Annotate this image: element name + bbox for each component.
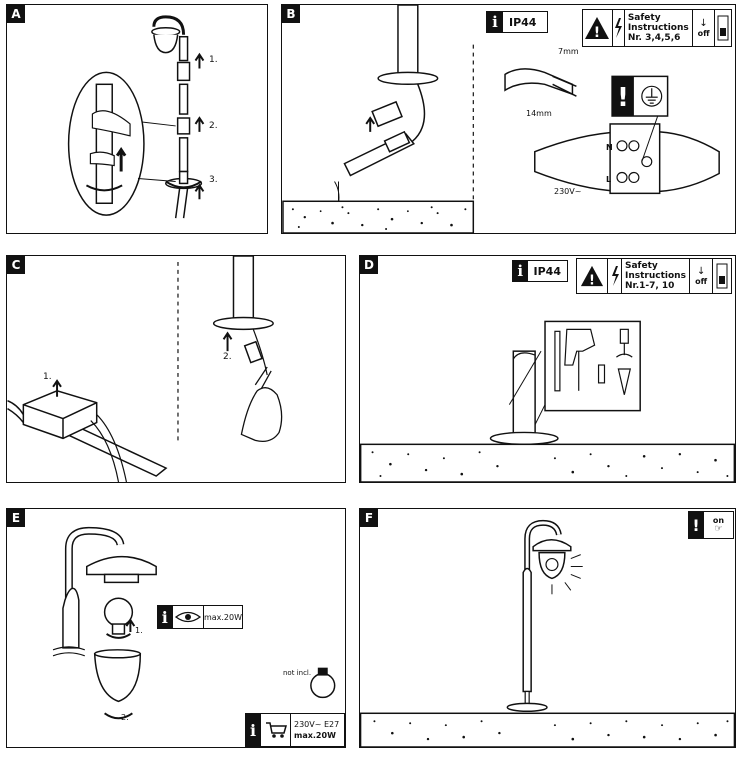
- off-label: off: [697, 28, 710, 38]
- safety-instructions-badge: ! Safety Instructions Nr.1-7, 10 ↓ off: [576, 258, 732, 294]
- breaker-switch-icon: [713, 259, 731, 293]
- panel-label-e: E: [7, 509, 25, 527]
- svg-text:!: !: [589, 273, 595, 288]
- ip-rating-badge: i IP44: [486, 11, 548, 33]
- voltage-label: 230V~: [554, 187, 582, 196]
- svg-text:!: !: [594, 25, 600, 41]
- step-2-label: 2.: [209, 121, 218, 131]
- max-power-badge: i max.20W: [157, 605, 243, 629]
- eye-icon: [171, 606, 203, 628]
- ip-rating-badge: i IP44: [512, 260, 568, 282]
- arrow-down-icon: ↓: [696, 265, 706, 277]
- panel-label-b: B: [282, 5, 300, 23]
- panel-c: C 1. 2.: [6, 255, 346, 483]
- wiring-illustration: !: [282, 5, 720, 233]
- on-label: on: [712, 516, 725, 525]
- bulb-spec-voltage: 230V~ E27: [294, 720, 340, 729]
- warning-triangle-icon: !: [583, 10, 613, 46]
- warning-exclamation-icon: !: [689, 512, 703, 538]
- breaker-switch-icon: [715, 10, 731, 46]
- finished-lamp-illustration: [360, 519, 735, 747]
- max-power-text: max.20W: [202, 606, 242, 628]
- ip-rating-text: IP44: [533, 264, 561, 278]
- safety-title-1: Safety: [625, 261, 658, 271]
- not-included-label: not incl.: [283, 669, 312, 677]
- mounting-illustration: [360, 320, 735, 482]
- panel-label-a: A: [7, 5, 25, 23]
- strip-length-14mm: 14mm: [526, 109, 552, 118]
- lightning-icon: [608, 259, 622, 293]
- safety-number: Nr.1-7, 10: [625, 281, 675, 291]
- info-icon: i: [487, 12, 503, 32]
- lightning-icon: [613, 10, 625, 46]
- step-2-label: 2.: [121, 713, 129, 722]
- strip-length-7mm: 7mm: [558, 47, 579, 56]
- panel-e: E 1. 2. i max.20W not incl. i: [6, 508, 346, 748]
- panel-label-d: D: [360, 256, 378, 274]
- panel-b: B !: [281, 4, 736, 234]
- power-on-badge: ! on ☞: [688, 511, 734, 539]
- lamp-post-assembly-illustration: [67, 15, 205, 219]
- panel-f: F ! on ☞: [359, 508, 736, 748]
- shopping-cart-icon: [260, 714, 290, 746]
- panel-d: D i IP44 !: [359, 255, 736, 483]
- safety-instructions-badge: ! Safety Instructions Nr. 3,4,5,6 ↓ off: [582, 9, 732, 47]
- step-1-label: 1.: [209, 55, 218, 65]
- bulb-spec-wattage: max.20W: [294, 731, 336, 740]
- safety-title-2: Instructions: [627, 23, 689, 33]
- info-icon: i: [513, 261, 528, 281]
- switch-on-icon: ☞: [714, 524, 723, 534]
- ip-rating-text: IP44: [509, 15, 537, 29]
- warning-triangle-icon: !: [577, 259, 609, 293]
- safety-title-2: Instructions: [625, 271, 686, 281]
- info-icon: i: [158, 606, 172, 628]
- info-icon: i: [246, 714, 260, 746]
- panel-a: A 1. 2. 3.: [6, 4, 268, 234]
- panel-label-c: C: [7, 256, 25, 274]
- step-3-label: 3.: [209, 175, 218, 185]
- safety-title-1: Safety: [627, 13, 661, 23]
- step-1-label: 1.: [135, 626, 143, 635]
- step-1-label: 1.: [43, 372, 52, 382]
- arrow-down-icon: ↓: [699, 17, 708, 29]
- step-2-label: 2.: [223, 352, 232, 362]
- panel-label-f: F: [360, 509, 378, 527]
- bulb-installation-illustration: [52, 526, 336, 720]
- terminal-l-label: L: [606, 175, 612, 184]
- cable-connection-illustration: [7, 256, 283, 482]
- terminal-n-label: N: [606, 143, 613, 152]
- svg-text:!: !: [617, 83, 629, 113]
- bulb-spec-badge: i 230V~ E27 max.20W: [245, 713, 345, 747]
- safety-number: Nr. 3,4,5,6: [627, 33, 681, 43]
- off-label: off: [695, 276, 708, 286]
